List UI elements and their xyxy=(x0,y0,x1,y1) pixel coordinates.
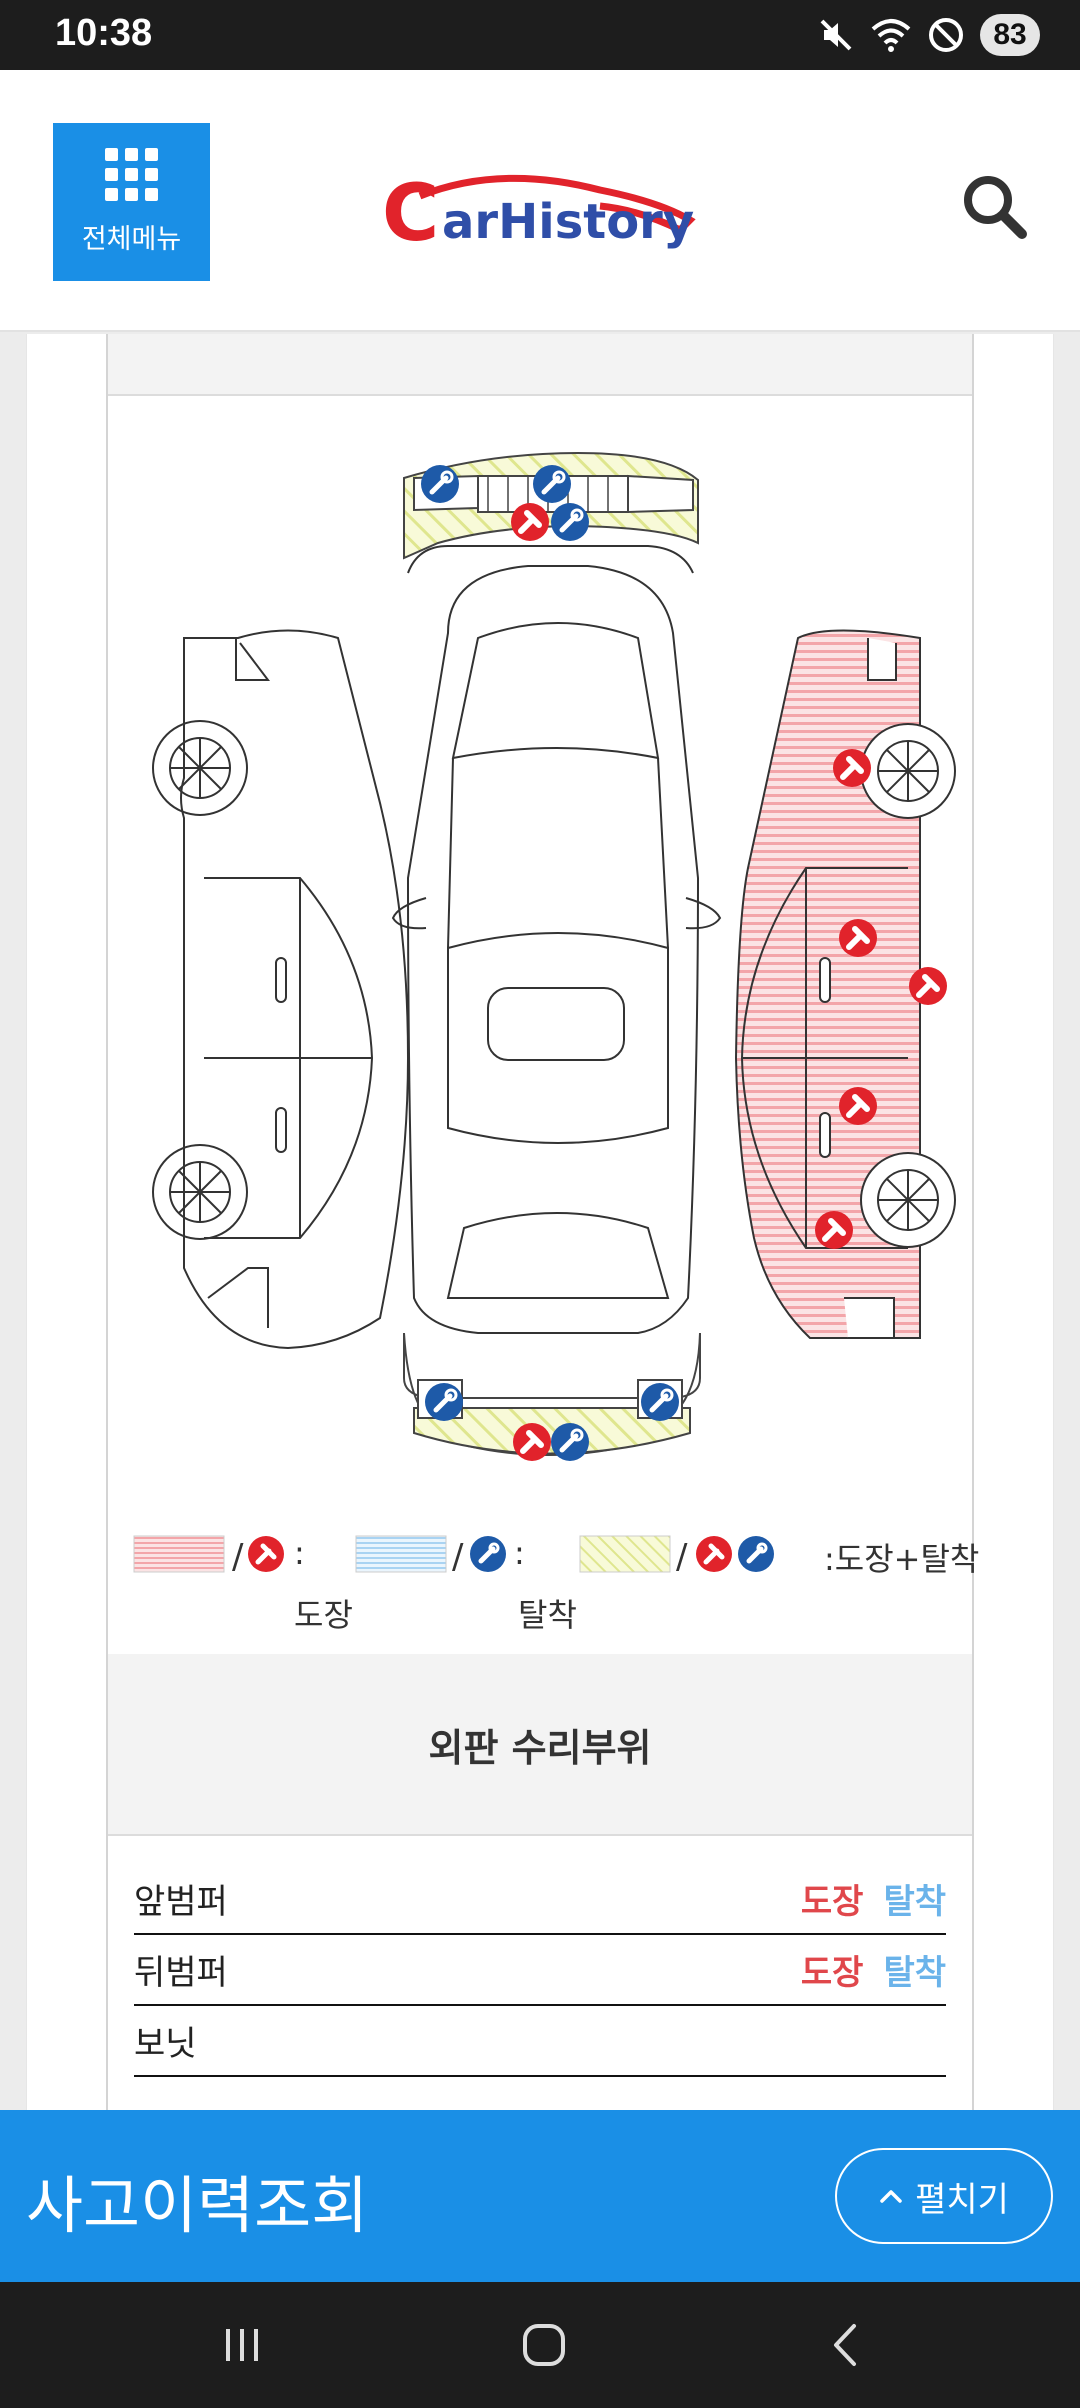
legend-colon-paint: : xyxy=(294,1534,305,1572)
detach-tag: 탈착 xyxy=(883,1882,946,1922)
detach-swatch xyxy=(355,1535,447,1573)
damage-legend: / / / : : :도장+탈착 도장 탈착 xyxy=(108,1524,979,1634)
back-icon xyxy=(834,2324,856,2366)
legend-detach-caption: 탈착 xyxy=(518,1596,577,1634)
expand-label: 펼치기 xyxy=(915,2179,1009,2220)
section-title: 외판 수리부위 xyxy=(428,1725,652,1770)
detach-badge-icon xyxy=(551,1423,589,1461)
combo-swatch xyxy=(579,1535,671,1573)
system-nav-bar xyxy=(0,2282,1080,2408)
section-header: 외판 수리부위 xyxy=(108,1654,972,1836)
paint-badge-icon xyxy=(815,1211,853,1249)
paint-badge-icon xyxy=(511,503,549,541)
rear-bumper-part[interactable] xyxy=(403,1332,701,1461)
status-bar: 10:38 83 xyxy=(0,0,1080,70)
search-icon[interactable] xyxy=(958,170,1030,242)
repair-part-name: 보닛 xyxy=(134,2024,197,2064)
top-view-body[interactable] xyxy=(391,545,722,1334)
expand-button[interactable]: 펼치기 xyxy=(835,2148,1053,2244)
repair-part-name: 뒤범퍼 xyxy=(134,1953,228,1993)
left-side-view[interactable] xyxy=(152,629,410,1350)
site-header: 전체메뉴 C arHistory xyxy=(0,70,1080,332)
accident-history-bar[interactable]: 사고이력조회 펼치기 xyxy=(0,2110,1080,2282)
svg-text:C: C xyxy=(382,170,439,259)
svg-text:/: / xyxy=(452,1537,464,1577)
repair-part-name: 앞범퍼 xyxy=(134,1882,228,1922)
back-button[interactable] xyxy=(806,2312,886,2378)
page-gutter xyxy=(0,334,26,2110)
repair-row: 뒤범퍼 도장 탈착 xyxy=(134,1935,946,2006)
paint-badge-icon xyxy=(909,967,947,1005)
paint-badge-icon xyxy=(839,1087,877,1125)
detach-badge-icon xyxy=(421,465,459,503)
grid-icon xyxy=(105,148,158,201)
paint-badge-icon xyxy=(248,1536,284,1572)
status-icons: 83 xyxy=(816,12,1040,58)
status-time: 10:38 xyxy=(55,12,153,54)
full-menu-label: 전체메뉴 xyxy=(81,224,182,255)
carhistory-logo[interactable]: C arHistory xyxy=(380,170,700,270)
inspection-panel: / / / : : :도장+탈착 도장 탈착 외판 수리부위 xyxy=(106,334,979,2110)
paint-swatch xyxy=(133,1535,225,1573)
detach-tag: 탈착 xyxy=(883,1953,946,1993)
legend-swatches: / / / xyxy=(133,1535,774,1577)
paint-badge-icon xyxy=(839,919,877,957)
full-menu-button[interactable]: 전체메뉴 xyxy=(53,123,210,281)
detach-badge-icon xyxy=(641,1383,679,1421)
detach-badge-icon xyxy=(533,465,571,503)
svg-text:arHistory: arHistory xyxy=(442,194,694,250)
front-bumper-part[interactable] xyxy=(403,451,699,560)
detach-badge-icon xyxy=(551,503,589,541)
accident-history-title: 사고이력조회 xyxy=(26,2169,369,2242)
detach-badge-icon xyxy=(425,1383,463,1421)
svg-text:/: / xyxy=(676,1537,688,1577)
paint-tag: 도장 xyxy=(800,1882,864,1922)
legend-colon-detach: : xyxy=(514,1534,525,1572)
home-button[interactable] xyxy=(504,2312,584,2378)
battery-indicator: 83 xyxy=(980,14,1040,56)
repair-list: 앞범퍼 도장 탈착 뒤범퍼 도장 탈착 보닛 xyxy=(134,1864,946,2077)
legend-paint-caption: 도장 xyxy=(294,1596,353,1634)
paint-badge-icon xyxy=(696,1536,732,1572)
svg-text:/: / xyxy=(232,1537,244,1577)
detach-badge-icon xyxy=(470,1536,506,1572)
paint-tag: 도장 xyxy=(800,1953,864,1993)
recent-apps-button[interactable] xyxy=(202,2312,282,2378)
car-damage-diagram xyxy=(152,451,956,1528)
chevron-up-icon xyxy=(880,2190,902,2203)
right-side-view[interactable] xyxy=(734,629,956,1339)
detach-badge-icon xyxy=(738,1536,774,1572)
legend-combo-caption: :도장+탈착 xyxy=(824,1540,980,1578)
repair-row: 보닛 xyxy=(134,2006,946,2077)
home-icon xyxy=(523,2324,565,2366)
paint-badge-icon xyxy=(513,1423,551,1461)
wifi-icon xyxy=(871,19,911,52)
repair-tags: 도장 탈착 xyxy=(801,1874,946,1923)
paint-badge-icon xyxy=(833,749,871,787)
recent-apps-icon xyxy=(226,2329,258,2361)
do-not-disturb-icon xyxy=(929,18,963,52)
repair-row: 앞범퍼 도장 탈착 xyxy=(134,1864,946,1935)
mute-icon xyxy=(820,19,852,51)
panel-top-strip xyxy=(108,334,972,396)
repair-tags: 도장 탈착 xyxy=(801,1945,946,1994)
